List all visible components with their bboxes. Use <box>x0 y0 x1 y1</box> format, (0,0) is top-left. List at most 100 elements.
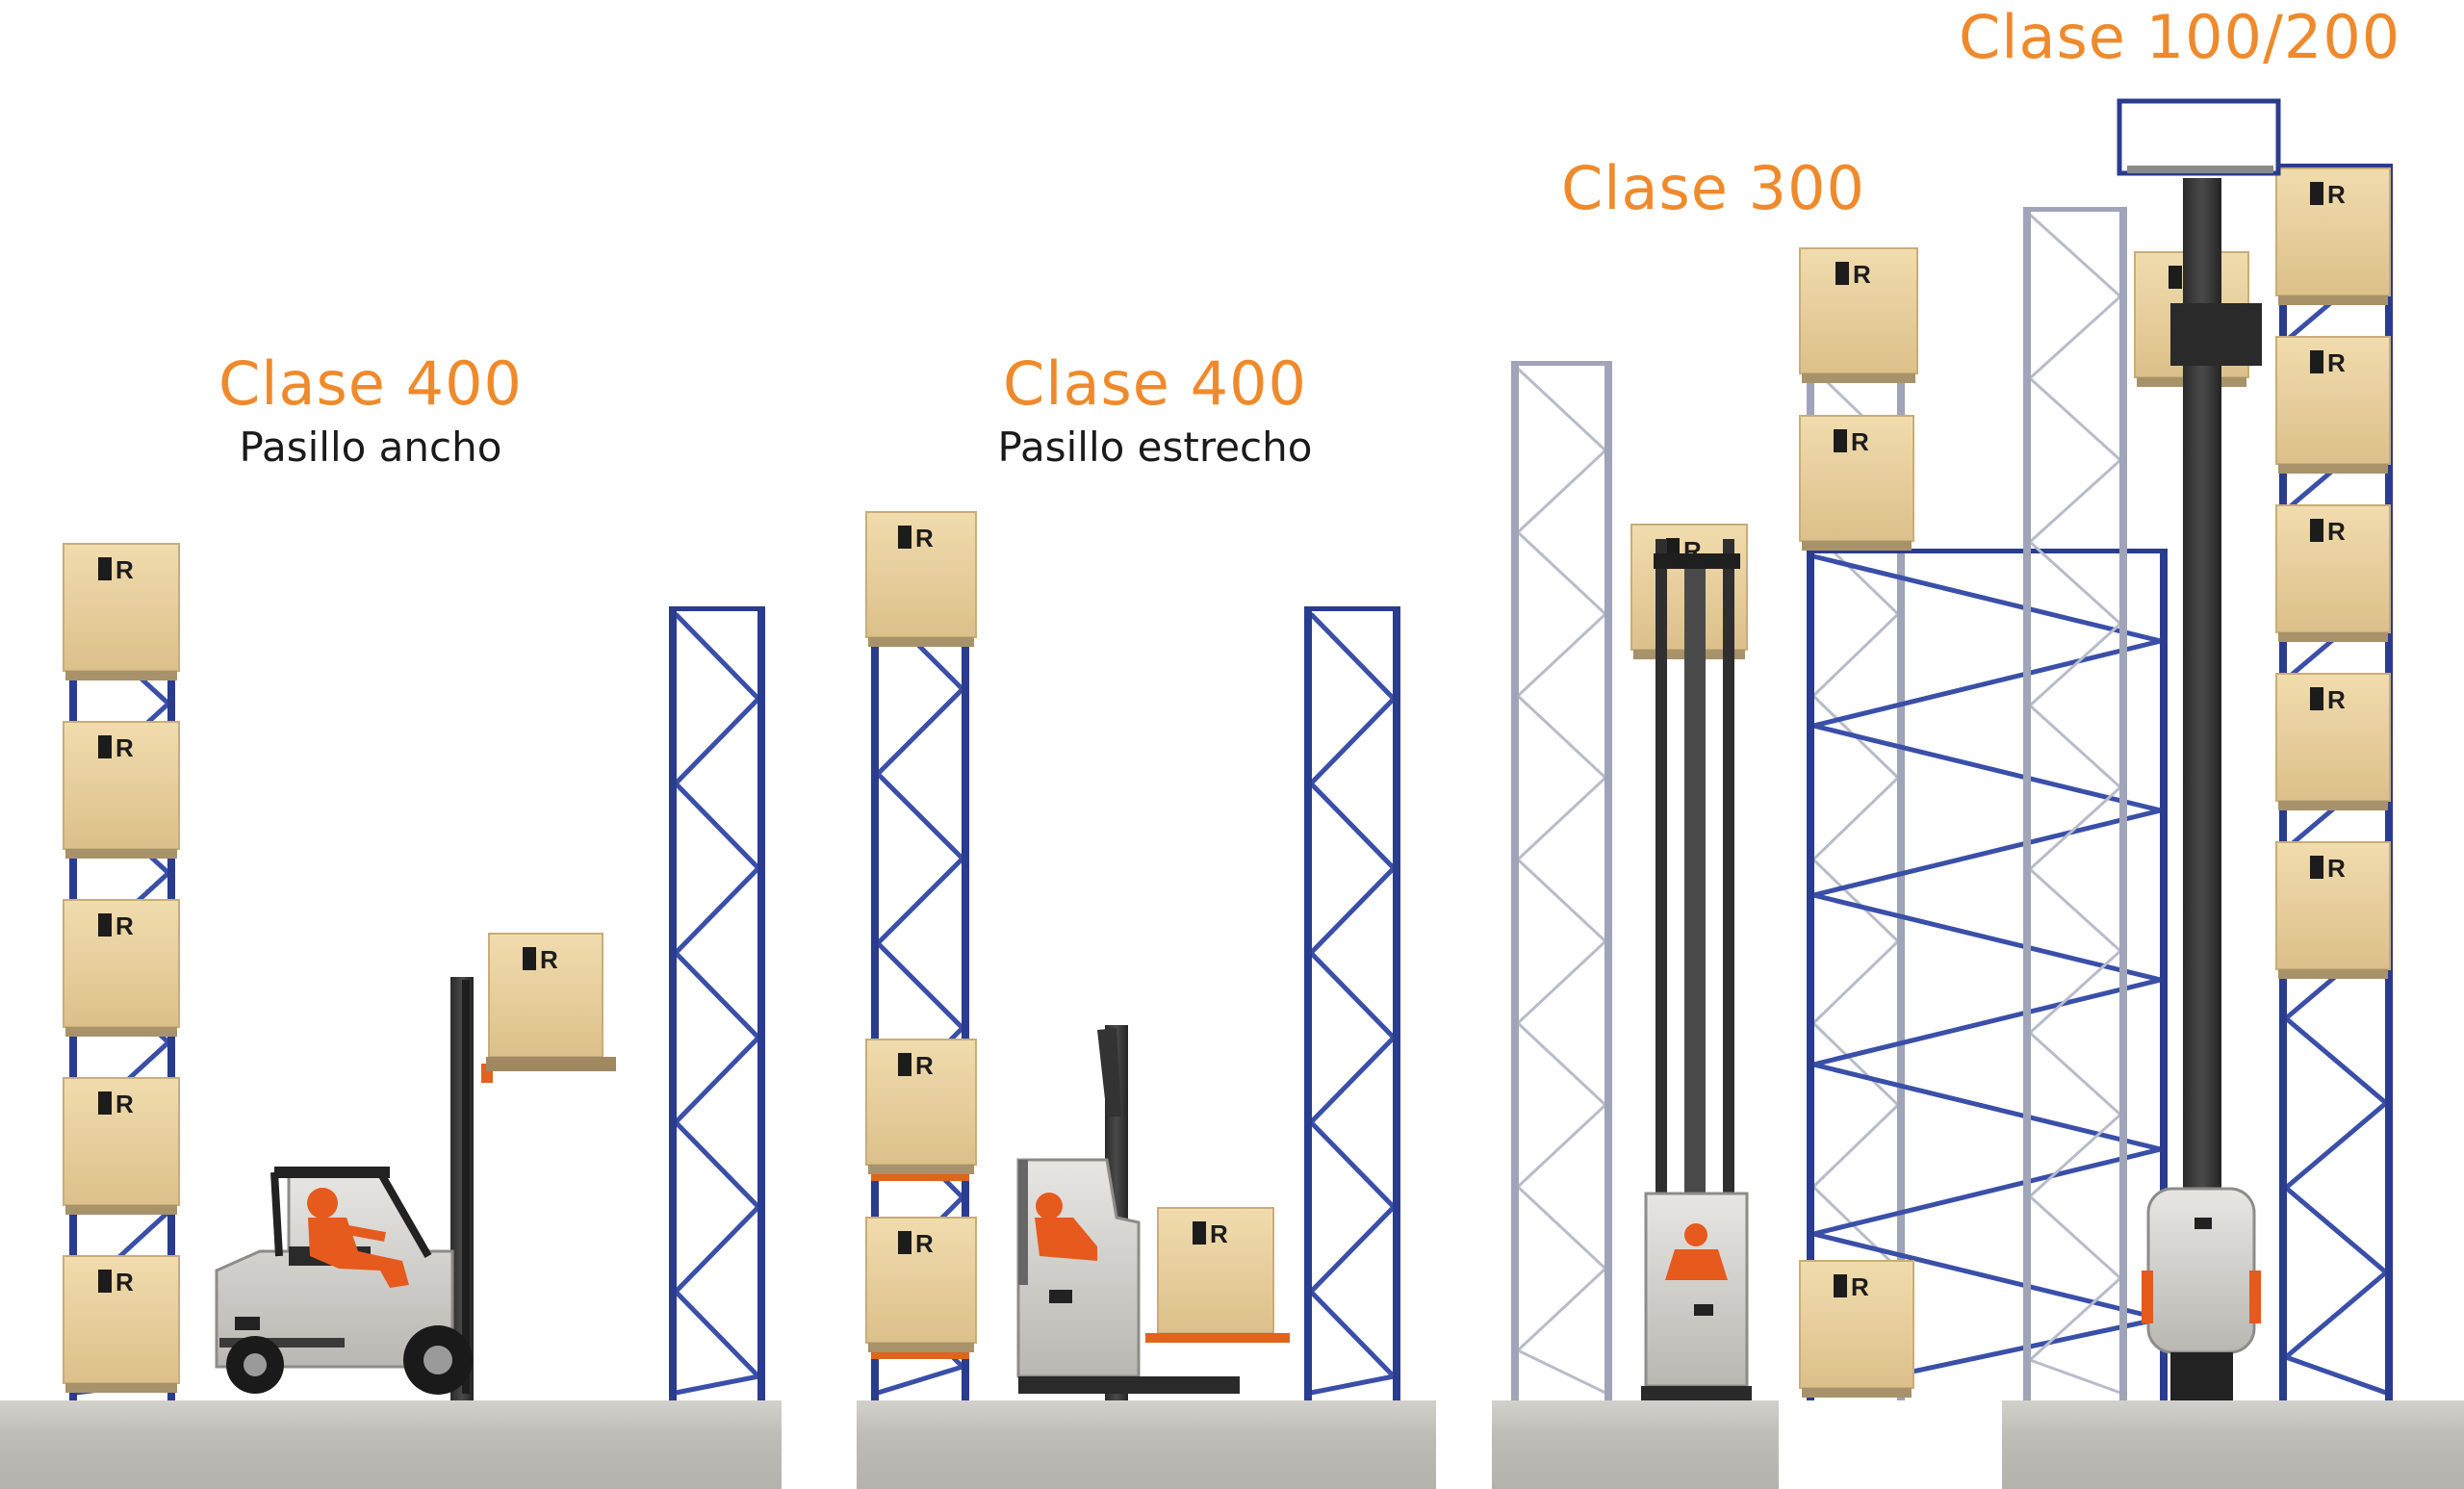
rack-upright <box>1604 361 1612 1400</box>
rack-brace <box>1811 1103 1900 1189</box>
rack-brace <box>674 951 760 1040</box>
pallet-box: R <box>2275 673 2391 810</box>
logo-mark <box>98 1091 112 1115</box>
box-logo: R <box>1853 260 1871 289</box>
pallet-box: R <box>2275 504 2391 642</box>
carton <box>63 899 180 1028</box>
rack-brace <box>1811 776 1900 861</box>
box-logo: R <box>2327 685 2346 714</box>
carton <box>1799 247 1918 374</box>
logo-mark <box>98 735 112 758</box>
rack-brace <box>1309 1290 1396 1378</box>
pallet-base <box>1802 1388 1912 1398</box>
floor-slab-wide-aisle <box>0 1400 782 1489</box>
rack-brace <box>2285 1354 2387 1396</box>
counterbalance-forklift <box>215 977 616 1400</box>
rack-brace <box>1811 612 1900 698</box>
rack-brace <box>674 1290 760 1378</box>
box-logo: R <box>116 555 134 584</box>
rack-brace <box>1812 638 2162 729</box>
pallet-box: R <box>865 511 977 647</box>
rack-upright <box>669 606 677 1400</box>
pallet-box: R <box>63 899 180 1037</box>
rack-top-tie <box>2279 164 2393 168</box>
rack-brace <box>1516 612 1607 698</box>
rack-brace <box>2028 1276 2122 1362</box>
rack-upright <box>2023 207 2031 1400</box>
rack-brace <box>2028 785 2122 871</box>
rack-brace <box>1516 939 1607 1025</box>
carton <box>2275 841 2391 970</box>
logo-mark <box>98 913 112 937</box>
logo-mark <box>1049 1290 1072 1303</box>
rack-brace <box>2028 949 2122 1035</box>
rack-brace <box>674 1120 760 1209</box>
logo-mark <box>98 557 112 580</box>
pallet-base <box>65 1205 177 1215</box>
logo-mark <box>1834 1274 1847 1297</box>
rack-top-tie <box>1304 606 1400 611</box>
rack-top-tie <box>2023 207 2127 212</box>
pallet-base <box>2278 969 2388 979</box>
class-title: Clase 400 <box>1002 348 1307 419</box>
rack-brace <box>2028 1113 2122 1198</box>
rack-brace <box>1309 1120 1396 1209</box>
scene-label-very-narrow-aisle: Clase 300 <box>1521 159 1906 218</box>
rack-brace <box>1309 1036 1396 1124</box>
pallet-base <box>2278 464 2388 474</box>
carton <box>63 1255 180 1384</box>
rack-brace <box>2284 1186 2388 1274</box>
rack-brace <box>674 1036 760 1124</box>
pallet-box: R <box>1799 247 1918 383</box>
rack-brace <box>1812 1146 2162 1237</box>
rack-upright <box>2119 207 2127 1400</box>
rack-brace <box>1309 782 1396 870</box>
rack-brace <box>1309 612 1396 701</box>
pallet-base <box>868 1165 974 1174</box>
rack-upright <box>1304 606 1312 1400</box>
logo-mark <box>2310 350 2323 373</box>
box-logo: R <box>1851 1272 1869 1301</box>
pallet-box: R <box>865 1217 977 1352</box>
rack-brace <box>674 1205 760 1294</box>
rack-brace <box>1811 1021 1900 1107</box>
pallet-box: R <box>865 1039 977 1174</box>
rack-brace <box>674 782 760 870</box>
rack-upright <box>871 597 879 1400</box>
rack-beam <box>871 1352 969 1359</box>
box-logo: R <box>2327 180 2346 209</box>
rack-brace <box>1811 939 1900 1025</box>
rack-frame <box>669 606 765 1400</box>
pallet-base <box>65 849 177 859</box>
rack-upright <box>757 606 765 1400</box>
pallet-base <box>1802 373 1915 383</box>
logo-mark <box>2169 266 2182 289</box>
pallet-base <box>65 1027 177 1037</box>
rack-brace <box>1812 977 2162 1067</box>
box-logo: R <box>116 1090 134 1118</box>
pallet-base <box>868 637 974 647</box>
rack-brace <box>1310 1373 1395 1396</box>
pallet-box: R <box>1799 415 1914 551</box>
rack-brace <box>876 941 964 1030</box>
rack-brace <box>1309 951 1396 1040</box>
rack-brace <box>1516 694 1607 780</box>
rack-brace <box>674 697 760 785</box>
rack-brace <box>1812 1062 2162 1152</box>
carton <box>2275 336 2391 465</box>
rack-brace <box>2028 540 2122 626</box>
logo-mark <box>235 1317 260 1330</box>
pallet-box: R <box>63 543 180 680</box>
rack-brace <box>2028 376 2122 462</box>
rack-brace <box>1516 1103 1607 1189</box>
rack-brace <box>1516 776 1607 861</box>
pallet-base <box>868 1343 974 1352</box>
rack-frame-light <box>1511 361 1612 1400</box>
pallet-box: R <box>488 933 603 1066</box>
logo-mark <box>2310 856 2323 879</box>
rack-brace <box>876 687 964 776</box>
stacker-crane <box>2117 98 2281 1400</box>
logo-mark <box>2310 182 2323 205</box>
pallet-box: R <box>2275 336 2391 474</box>
